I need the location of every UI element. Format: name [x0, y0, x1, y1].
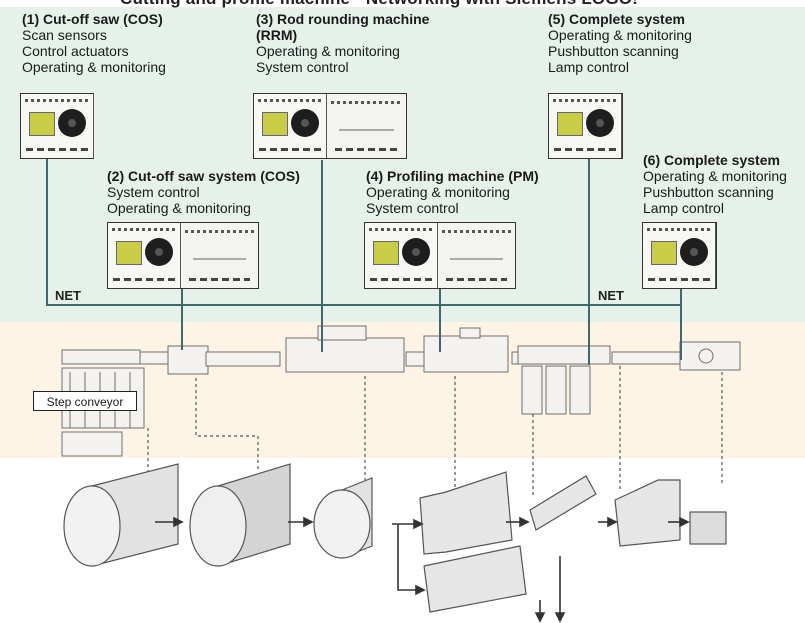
logo-base-module: [643, 223, 716, 288]
logo-device-5: [548, 93, 623, 159]
station-line: Operating & monitoring: [548, 27, 692, 43]
logo-device-3: [253, 93, 407, 159]
station-line: Operating & monitoring: [366, 184, 539, 200]
station-line: Operating & monitoring: [256, 43, 429, 59]
station-line: System control: [107, 184, 300, 200]
station-heading: (5) Complete system: [548, 11, 692, 27]
station-line: Lamp control: [643, 200, 787, 216]
cursor-knob-icon: [145, 238, 173, 266]
logo-base-module: [108, 223, 181, 288]
logo-device-2: [107, 222, 259, 289]
cursor-knob-icon: [680, 238, 708, 266]
station-heading: (2) Cut-off saw system (COS): [107, 168, 300, 184]
station-4-description: (4) Profiling machine (PM) Operating & m…: [366, 168, 539, 216]
net-label-left: NET: [55, 288, 81, 303]
logo-expansion-module: [326, 94, 406, 158]
logo-base-module: [549, 94, 622, 158]
lcd-display: [651, 241, 677, 265]
station-line: Pushbutton scanning: [548, 43, 692, 59]
logo-base-module: [365, 223, 438, 288]
cursor-knob-icon: [402, 238, 430, 266]
lcd-display: [373, 241, 399, 265]
cursor-knob-icon: [586, 109, 614, 137]
station-heading: (4) Profiling machine (PM): [366, 168, 539, 184]
logo-device-1: [20, 93, 94, 159]
station-line: Lamp control: [548, 59, 692, 75]
logo-expansion-module: [437, 223, 515, 288]
station-6-description: (6) Complete system Operating & monitori…: [643, 152, 787, 216]
station-5-description: (5) Complete system Operating & monitori…: [548, 11, 692, 75]
station-line: Scan sensors: [22, 27, 166, 43]
station-line: Operating & monitoring: [107, 200, 300, 216]
flow-dashed-lines: [120, 366, 722, 496]
lcd-display: [557, 112, 583, 136]
station-line: Pushbutton scanning: [643, 184, 787, 200]
logo-base-module: [21, 94, 94, 158]
lcd-display: [262, 112, 288, 136]
production-line-illustration: [62, 326, 740, 456]
station-1-description: (1) Cut-off saw (COS) Scan sensors Contr…: [22, 11, 166, 75]
station-line: System control: [256, 59, 429, 75]
cursor-knob-icon: [291, 109, 319, 137]
station-line: Operating & monitoring: [643, 168, 787, 184]
lcd-display: [116, 241, 142, 265]
station-heading: (1) Cut-off saw (COS): [22, 11, 166, 27]
station-heading: (6) Complete system: [643, 152, 787, 168]
station-2-description: (2) Cut-off saw system (COS) System cont…: [107, 168, 300, 216]
station-3-description: (3) Rod rounding machine (RRM) Operating…: [256, 11, 429, 75]
product-stages: [64, 464, 726, 612]
logo-expansion-module: [180, 223, 258, 288]
station-line: Control actuators: [22, 43, 166, 59]
station-heading: (3) Rod rounding machine: [256, 11, 429, 27]
net-label-right: NET: [598, 288, 624, 303]
logo-device-4: [364, 222, 516, 289]
station-line: System control: [366, 200, 539, 216]
station-line: Operating & monitoring: [22, 59, 166, 75]
step-conveyor-callout: Step conveyor: [33, 391, 137, 411]
logo-device-6: [642, 222, 717, 289]
lcd-display: [29, 112, 55, 136]
station-heading-cont: (RRM): [256, 27, 429, 43]
cursor-knob-icon: [58, 109, 86, 137]
logo-base-module: [254, 94, 327, 158]
